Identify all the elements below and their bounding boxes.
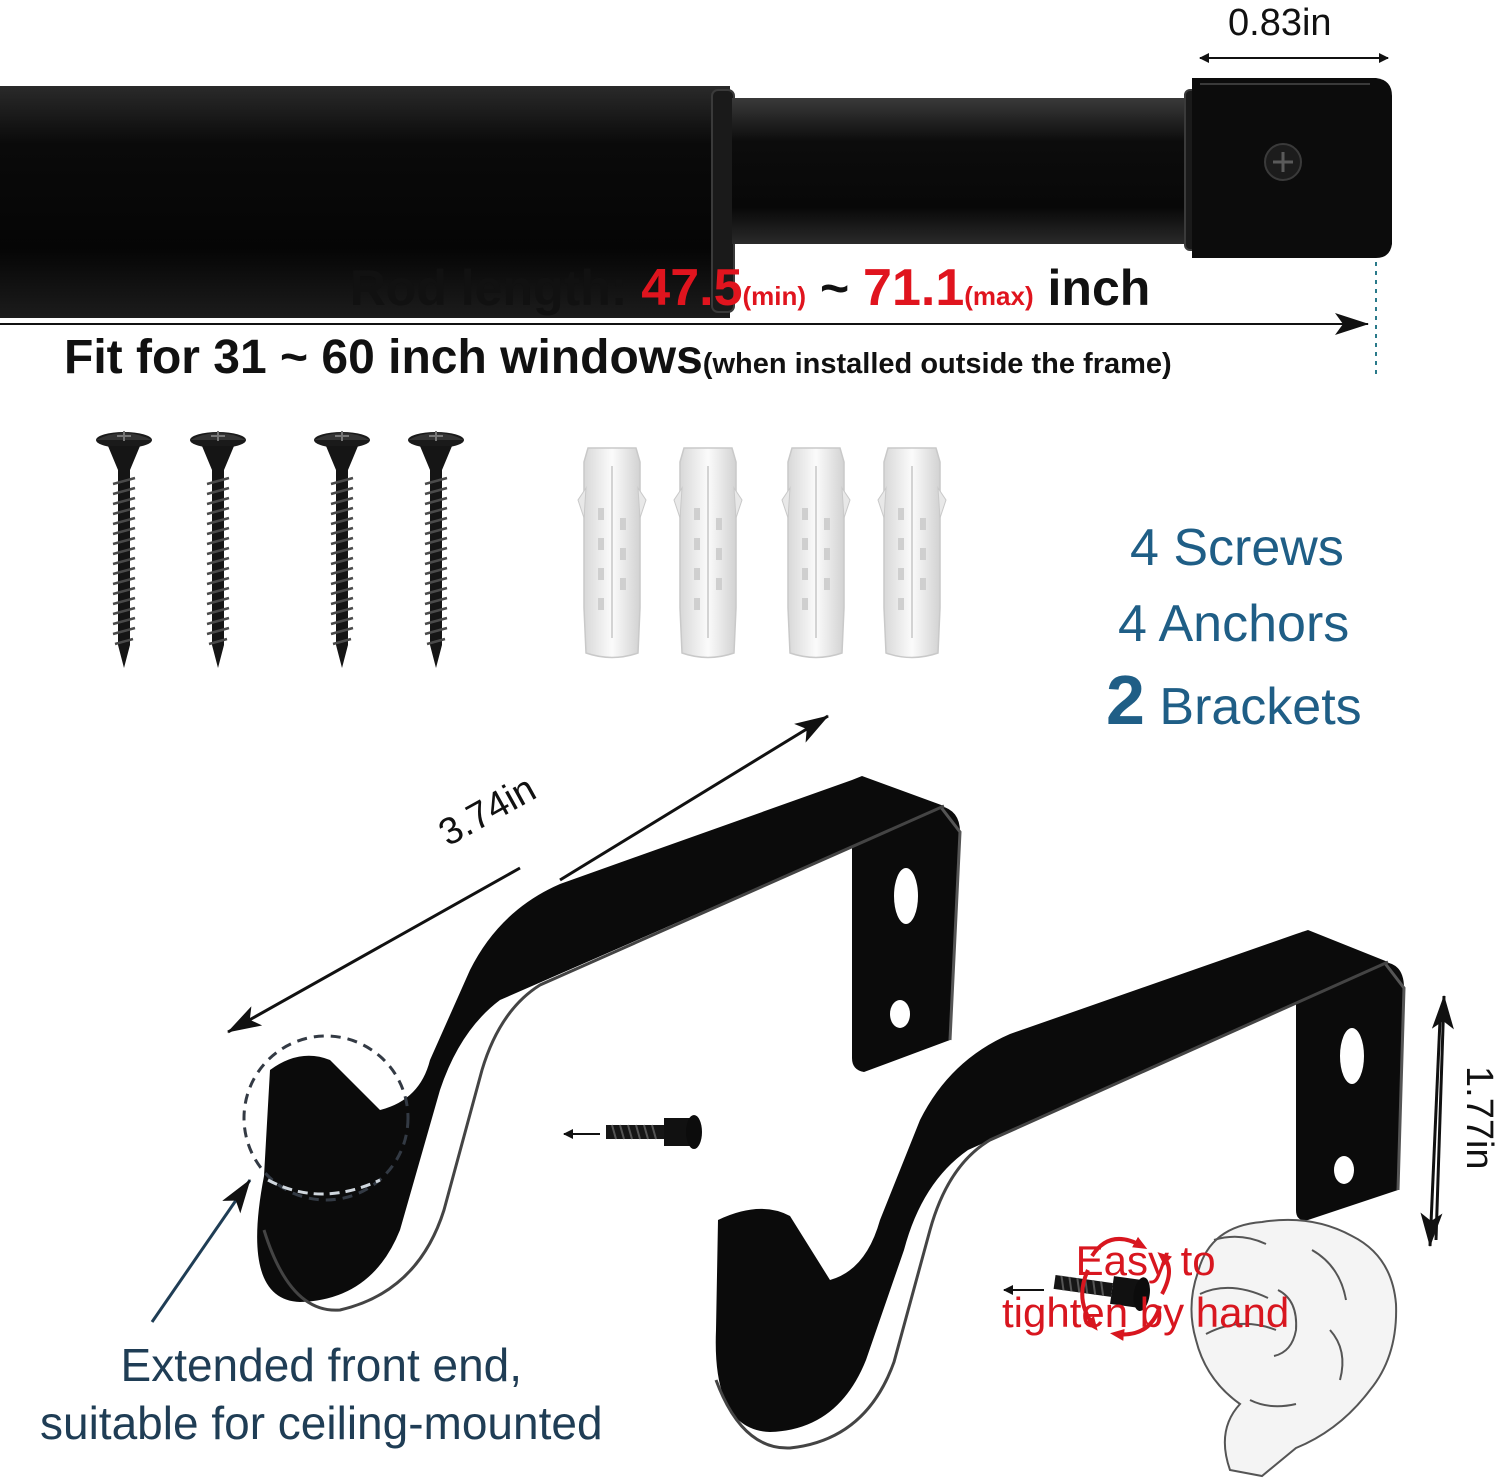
wall-anchor-icon xyxy=(577,447,647,659)
wall-anchor-icon xyxy=(877,447,947,659)
rod-length-prefix: Rod length: xyxy=(349,260,642,316)
bracket-height-label: 1.77in xyxy=(1458,1066,1500,1170)
anchors-count-label: 4 Anchors xyxy=(1118,595,1350,653)
front-end-highlight-circle xyxy=(242,1034,410,1202)
wall-anchor-icon xyxy=(673,447,743,659)
curtain-rod xyxy=(0,78,1392,318)
rod-diameter-label: 0.83in xyxy=(1228,2,1332,44)
screw-icon xyxy=(94,429,154,670)
hand-caption-line2: tighten by hand xyxy=(1002,1289,1290,1336)
screw-icon xyxy=(406,429,466,670)
rod-min-value: 47.5 xyxy=(641,259,743,317)
wall-anchor-icon-group xyxy=(577,447,947,659)
front-end-caption-line1: Extended front end, xyxy=(120,1339,523,1391)
curtain-bracket-icon xyxy=(714,930,1406,1450)
hand-tighten-caption: Easy to tighten by hand xyxy=(1002,1235,1289,1339)
screws-count-label: 4 Screws xyxy=(1130,519,1344,577)
keyhole-slot xyxy=(1340,1028,1364,1084)
wall-anchor-icon xyxy=(781,447,851,659)
keyhole-slot xyxy=(894,868,918,924)
bracket-height-arrow-up xyxy=(1431,995,1454,1241)
rod-max-value: 71.1 xyxy=(863,259,965,317)
front-end-pointer-arrow xyxy=(150,1179,252,1323)
curtain-bracket-icon xyxy=(257,776,962,1312)
end-cap-screw-icon xyxy=(1264,143,1302,181)
rod-max-tag: (max) xyxy=(964,281,1034,311)
brackets-count-text: Brackets xyxy=(1144,678,1362,736)
front-end-caption: Extended front end, suitable for ceiling… xyxy=(40,1336,603,1452)
set-screw-hole xyxy=(926,1262,946,1290)
bracket-height-arrow-down xyxy=(1420,1019,1443,1247)
screw-icon-group xyxy=(94,429,466,670)
rod-length-separator: ~ xyxy=(806,260,864,316)
set-screw-hole xyxy=(480,1106,500,1134)
screw-icon xyxy=(312,429,372,670)
brackets-count-label: 2 Brackets xyxy=(1106,660,1362,740)
rod-length-line: Rod length: 47.5(min) ~ 71.1(max) inch xyxy=(0,258,1500,318)
rod-min-tag: (min) xyxy=(742,281,807,311)
hand-caption-line1: Easy to xyxy=(1075,1237,1216,1284)
window-fit-note: (when installed outside the frame) xyxy=(702,348,1172,380)
screw-icon xyxy=(188,429,248,670)
window-fit-main: Fit for 31 ~ 60 inch windows xyxy=(64,331,703,384)
bracket-length-arrow-down xyxy=(227,866,521,1034)
hand-icon xyxy=(1190,1218,1398,1478)
mount-hole xyxy=(890,1000,910,1028)
rod-length-unit: inch xyxy=(1033,260,1151,316)
brackets-count-number: 2 xyxy=(1106,661,1145,739)
bolt-icon xyxy=(605,1114,703,1150)
mount-hole xyxy=(1334,1156,1354,1184)
front-end-caption-line2: suitable for ceiling-mounted xyxy=(40,1397,603,1449)
bracket-length-arrow-up xyxy=(559,714,829,882)
rotate-arrows-icon xyxy=(1080,1236,1172,1341)
window-fit-line: Fit for 31 ~ 60 inch windows(when instal… xyxy=(64,330,1172,385)
